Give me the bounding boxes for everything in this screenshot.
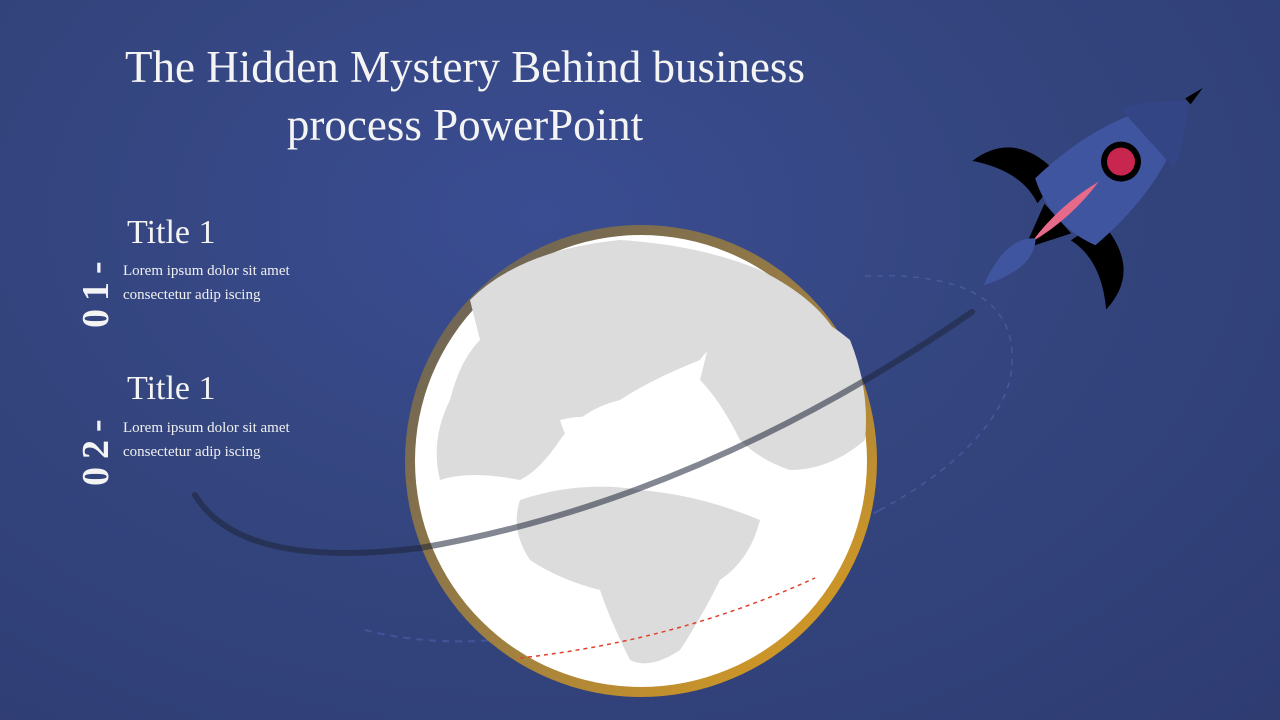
item-text-1: Lorem ipsum dolor sit amet consectetur a… [123, 263, 290, 303]
item-number-1: 01- [75, 253, 117, 328]
continents [436, 240, 866, 664]
item-number-2: 02- [75, 411, 117, 486]
orbit-dashed-far [864, 274, 1013, 511]
rocket-trajectory [192, 309, 975, 556]
item-title-1: Title 1 [127, 214, 216, 251]
item-title-2: Title 1 [127, 370, 216, 407]
orbit-red-dashed [519, 577, 816, 659]
globe [405, 225, 877, 697]
slide-title: The Hidden Mystery Behind business proce… [125, 42, 805, 150]
item-text-2: Lorem ipsum dolor sit amet consectetur a… [123, 420, 290, 460]
rocket-icon [972, 87, 1203, 310]
rocket-flame [983, 238, 1036, 286]
